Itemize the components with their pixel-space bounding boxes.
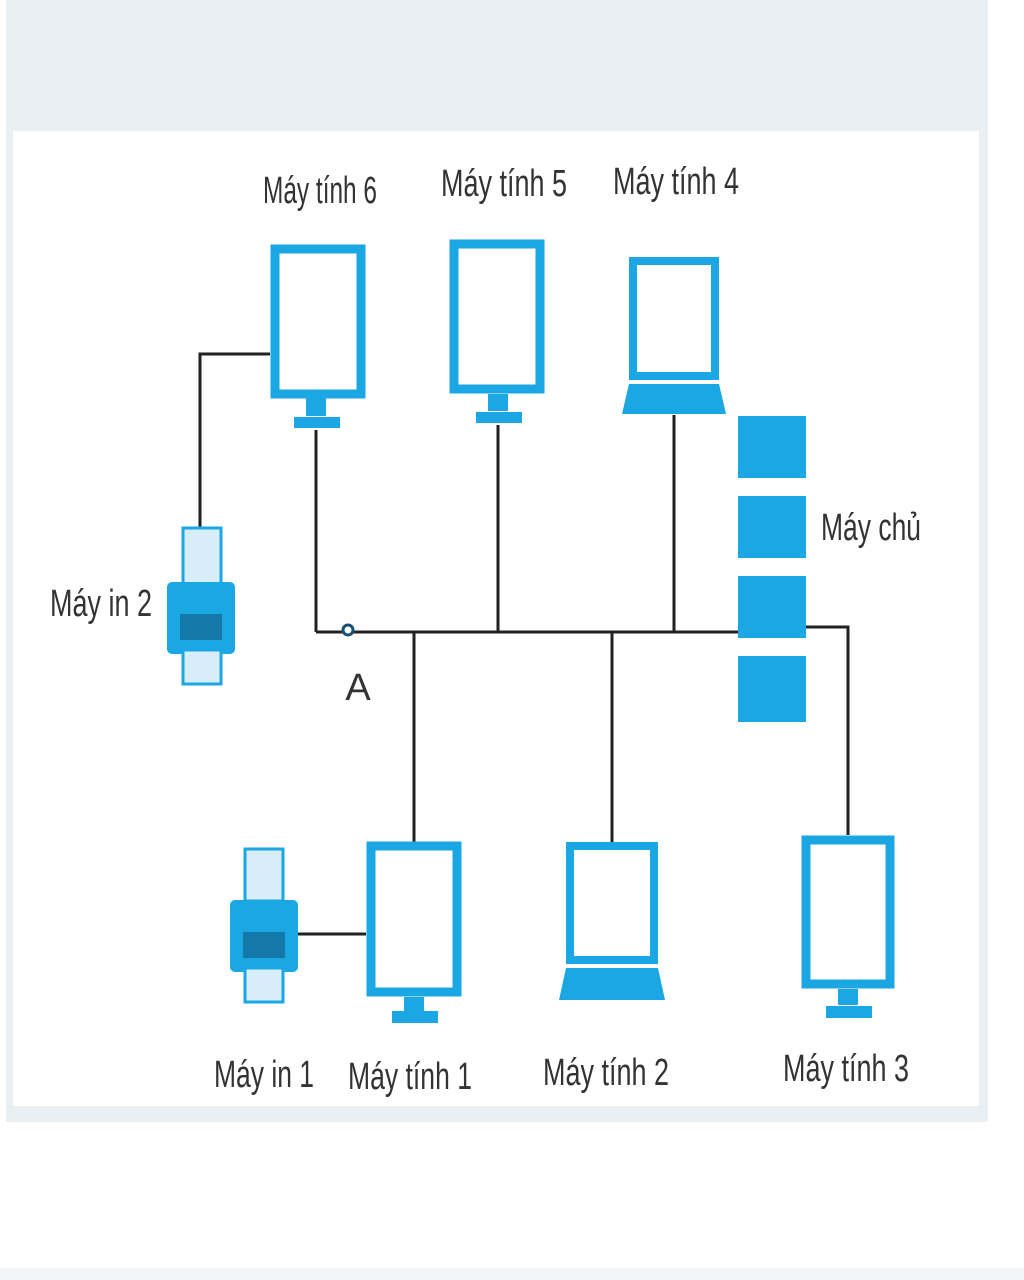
- label-computer2: Máy tính 2: [543, 1052, 669, 1094]
- label-point-a: A: [345, 667, 371, 709]
- computer6: [270, 244, 366, 428]
- label-computer3: Máy tính 3: [783, 1048, 909, 1090]
- computer2: [559, 842, 665, 1000]
- printer2: [167, 526, 235, 686]
- server-rack-icon: [738, 416, 806, 722]
- printer1: [230, 847, 298, 1004]
- label-computer6: Máy tính 6: [263, 170, 377, 212]
- label-printer1: Máy in 1: [214, 1054, 314, 1096]
- computer4: [622, 257, 726, 414]
- desktop-monitor-icon: [801, 835, 895, 1018]
- desktop-monitor-icon: [270, 244, 366, 428]
- cables: [198, 352, 850, 936]
- desktop-monitor-icon: [366, 841, 462, 1023]
- printer-icon: [167, 526, 235, 686]
- label-printer2: Máy in 2: [50, 583, 152, 625]
- computer3: [801, 835, 895, 1018]
- laptop-icon: [559, 842, 665, 1000]
- bottom-strip: [0, 1268, 1024, 1280]
- computer1: [366, 841, 462, 1023]
- point-a-marker: [341, 623, 355, 637]
- label-server: Máy chủ: [821, 507, 921, 549]
- server: [738, 416, 806, 722]
- label-computer1: Máy tính 1: [348, 1056, 472, 1098]
- laptop-icon: [622, 257, 726, 414]
- cable-printer2: [198, 352, 270, 528]
- desktop-monitor-icon: [449, 239, 545, 423]
- label-computer5: Máy tính 5: [441, 163, 567, 205]
- computer5: [449, 239, 545, 423]
- printer-icon: [230, 847, 298, 1004]
- cable-computer3: [806, 625, 850, 835]
- labels: Máy tính 6 Máy tính 5 Máy tính 4 Máy chủ…: [50, 161, 921, 1098]
- label-computer4: Máy tính 4: [613, 161, 739, 203]
